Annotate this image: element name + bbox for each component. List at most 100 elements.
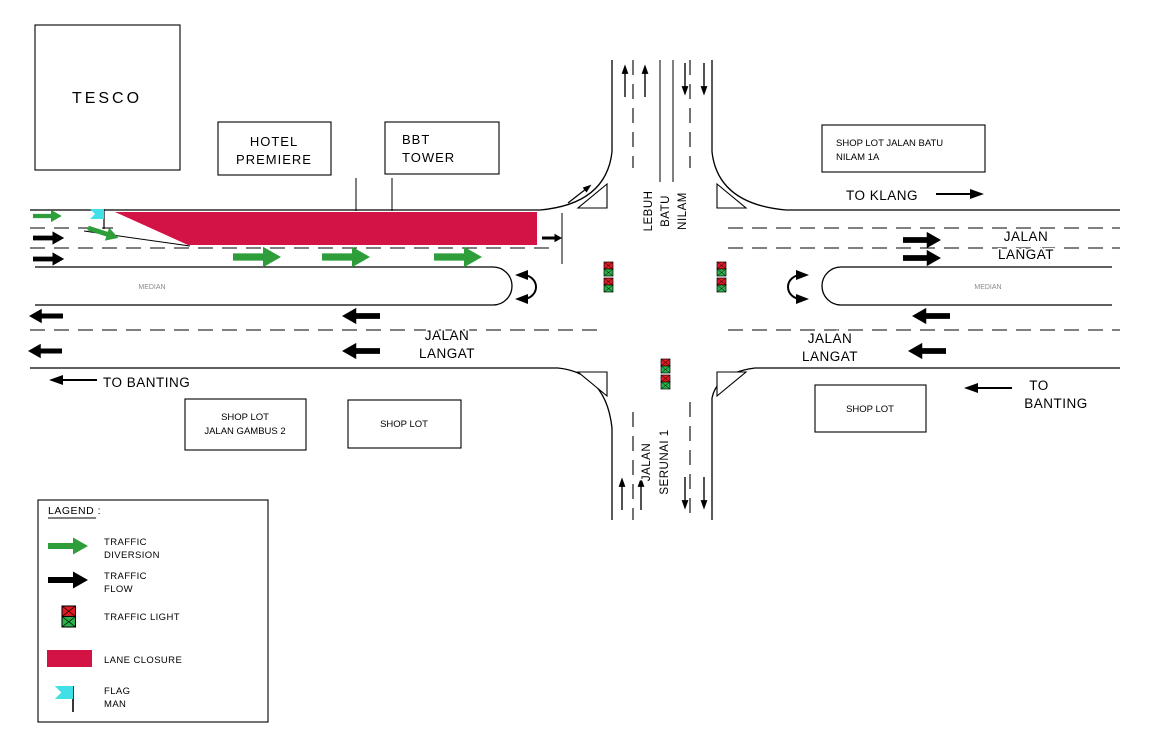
traffic-light-icon: [716, 277, 727, 293]
legend: LAGEND : TRAFFIC DIVERSION TRAFFIC FLOW …: [37, 499, 269, 723]
jalan-serunai-label-1: JALAN: [641, 443, 653, 481]
flow-arrow-up-icon: [620, 63, 630, 98]
building-shoplot-right: [814, 384, 927, 433]
to-banting-right-label-2: BANTING: [1024, 396, 1088, 411]
to-banting-arrow-icon: [48, 374, 98, 386]
road-corner: [711, 151, 787, 211]
legend-closure-swatch: [47, 650, 92, 667]
building-hotel-premiere: [217, 121, 332, 176]
flow-arrow-icon: [33, 231, 65, 245]
flow-arrow-icon: [912, 307, 950, 325]
median-right: [821, 266, 1112, 306]
jalan-serunai-label-2: SERUNAI 1: [659, 429, 671, 494]
flow-arrow-icon: [542, 233, 562, 243]
diversion-arrow-icon: [33, 209, 62, 223]
legend-flow-label-1: TRAFFIC: [104, 571, 147, 582]
legend-box: [37, 499, 269, 723]
jalan-langat-right-1: JALAN: [808, 331, 853, 346]
jalan-langat-topright-2: LANGAT: [998, 247, 1054, 262]
island-top-right: [716, 182, 748, 209]
flow-arrow-down-icon: [699, 62, 709, 97]
legend-closure-label: LANE CLOSURE: [104, 655, 182, 666]
traffic-islands: [576, 182, 748, 398]
building-shoplot-center: [347, 399, 462, 449]
traffic-light-icon: [660, 358, 671, 374]
building-shoplot-gambus: [184, 398, 307, 451]
shoplot-right-label: SHOP LOT: [846, 404, 894, 415]
shoplot-gambus-label-2: JALAN GAMBUS 2: [204, 426, 285, 437]
traffic-light-icon: [603, 277, 614, 293]
flow-arrow-icon: [908, 342, 946, 360]
legend-flag-label-2: MAN: [104, 699, 126, 710]
nilam-label: NILAM: [677, 192, 689, 230]
traffic-light-icon: [716, 261, 727, 277]
jalan-langat-topright-1: JALAN: [1004, 229, 1049, 244]
flow-arrow-icon: [29, 308, 63, 324]
legend-light-label: TRAFFIC LIGHT: [104, 612, 180, 623]
shoplot-gambus-label-1: SHOP LOT: [221, 412, 269, 423]
legend-title: LAGEND :: [48, 505, 101, 517]
flow-arrow-up-icon: [636, 476, 646, 511]
flow-arrow-down-icon: [699, 476, 709, 511]
traffic-light-icon: [603, 261, 614, 277]
to-klang-label: TO KLANG: [846, 188, 918, 203]
jalan-langat-right-2: LANGAT: [802, 349, 858, 364]
flow-arrow-up-icon: [640, 63, 650, 98]
legend-diversion-label-2: DIVERSION: [104, 550, 160, 561]
building-tesco-label: TESCO: [72, 90, 142, 107]
legend-flow-label-2: FLOW: [104, 584, 133, 595]
median-right-label: MEDIAN: [974, 284, 1001, 291]
batu-label: BATU: [660, 195, 672, 227]
flow-arrow-icon: [342, 342, 380, 360]
traffic-lights: [603, 261, 727, 390]
shoplot-batu-label-1: SHOP LOT JALAN BATU: [836, 138, 943, 149]
jalan-langat-left-1: JALAN: [425, 328, 470, 343]
building-hotel-label-2: PREMIERE: [236, 152, 312, 167]
to-banting-arrow-icon: [963, 382, 1013, 394]
jalan-langat-left-2: LANGAT: [419, 346, 475, 361]
building-bbt-label-2: TOWER: [402, 150, 455, 165]
buildings: TESCO HOTEL PREMIERE BBT TOWER SHOP LOT …: [34, 24, 986, 451]
island-bottom-left: [576, 371, 608, 398]
building-bbt-label-1: BBT: [402, 132, 430, 147]
island-bottom-right: [716, 371, 748, 398]
lane-closure-area: [115, 212, 537, 245]
flag-man-icon: [89, 208, 105, 230]
building-bbt-tower: [384, 121, 500, 175]
median-left: [35, 266, 513, 306]
legend-traffic-light-icon: [61, 605, 77, 628]
diversion-arrow-icon: [322, 246, 370, 268]
legend-flag-label-1: FLAG: [104, 686, 130, 697]
shoplot-batu-label-2: NILAM 1A: [836, 152, 880, 163]
building-shoplot-batu-nilam: [821, 124, 986, 173]
flow-arrow-up-icon: [617, 476, 627, 511]
flow-arrow-down-icon: [680, 476, 690, 511]
u-turn-arrow-icon: [514, 269, 537, 305]
road-labels: TO KLANG JALAN LANGAT JALAN LANGAT JALAN…: [102, 187, 1089, 497]
flow-arrow-icon: [33, 252, 65, 266]
road-corner: [539, 151, 613, 211]
flow-arrow-icon: [903, 231, 941, 249]
flow-arrow-icon: [28, 343, 62, 359]
building-tesco: [34, 24, 181, 171]
median-left-label: MEDIAN: [138, 284, 165, 291]
flow-arrow-icon: [903, 249, 941, 267]
flow-arrow-icon: [342, 307, 380, 325]
to-klang-arrow-icon: [935, 188, 985, 200]
building-hotel-label-1: HOTEL: [250, 134, 298, 149]
diversion-arrow-icon: [85, 221, 121, 245]
u-turn-arrow-icon: [787, 269, 810, 305]
flow-arrow-down-icon: [680, 62, 690, 97]
lane-dividers: [30, 60, 1120, 520]
road-network: [30, 60, 1120, 520]
diversion-arrow-icon: [434, 246, 482, 268]
traffic-light-icon: [660, 374, 671, 390]
island-top-left: [576, 182, 608, 209]
lebuh-label: LEBUH: [643, 191, 655, 232]
legend-diversion-label-1: TRAFFIC: [104, 537, 147, 548]
shoplot-center-label: SHOP LOT: [380, 419, 428, 430]
to-banting-left-label: TO BANTING: [103, 375, 190, 390]
to-banting-right-label-1: TO: [1029, 378, 1049, 393]
